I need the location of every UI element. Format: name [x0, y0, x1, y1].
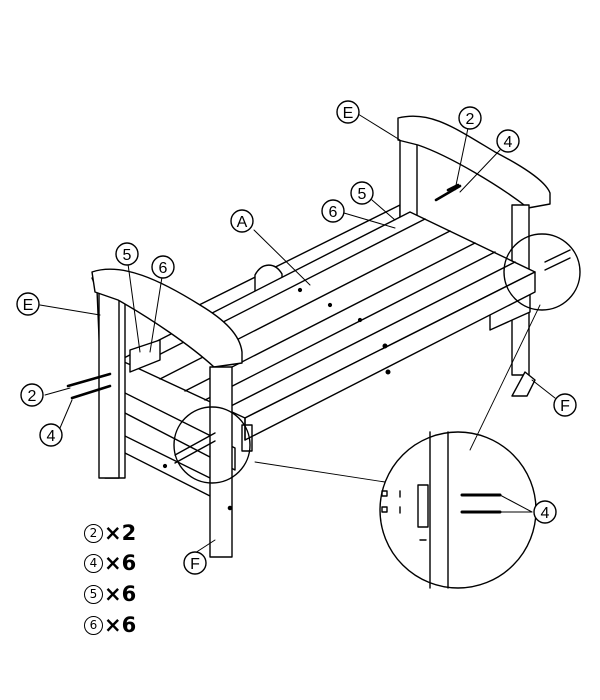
part-quantity: 2	[121, 521, 137, 545]
callout-part5-left: 5	[115, 242, 139, 266]
callout-labels: A E E F F 2 4 5	[16, 100, 577, 575]
svg-text:E: E	[23, 297, 34, 314]
svg-text:5: 5	[358, 186, 367, 203]
detail-circle-right	[503, 233, 581, 311]
callout-part2-left: 2	[20, 383, 44, 407]
callout-E-right: E	[336, 100, 360, 124]
part-number-badge: 5	[84, 585, 103, 604]
svg-text:F: F	[190, 556, 200, 573]
svg-text:2: 2	[466, 111, 475, 128]
parts-list-row: 5×6	[84, 584, 136, 605]
times-sign: ×	[104, 521, 122, 545]
svg-text:4: 4	[504, 134, 513, 151]
callout-part6-left: 6	[151, 255, 175, 279]
magnified-detail	[379, 431, 537, 589]
left-side-frame	[91, 268, 243, 558]
part-quantity: 6	[121, 582, 137, 606]
parts-list-row: 2×2	[84, 523, 136, 544]
bolts-top	[434, 183, 462, 202]
part-number-badge: 6	[84, 616, 103, 635]
callout-part4-top: 4	[496, 129, 520, 153]
parts-list-row: 6×6	[84, 615, 136, 636]
svg-text:A: A	[237, 214, 248, 231]
part-number-badge: 2	[84, 524, 103, 543]
right-side-frame	[397, 115, 551, 397]
times-sign: ×	[104, 582, 122, 606]
callout-part4-left: 4	[39, 423, 63, 447]
part-number-badge: 4	[84, 554, 103, 573]
svg-text:2: 2	[28, 388, 37, 405]
parts-list-row: 4×6	[84, 553, 136, 574]
detail-circle-left	[173, 406, 253, 484]
svg-text:5: 5	[123, 247, 132, 264]
callout-F-right: F	[553, 393, 577, 417]
callout-A: A	[230, 209, 254, 233]
svg-text:6: 6	[159, 260, 168, 277]
times-sign: ×	[104, 613, 122, 637]
callout-part4-detail: 4	[533, 500, 557, 524]
svg-text:E: E	[343, 105, 354, 122]
svg-text:6: 6	[329, 204, 338, 221]
part-quantity: 6	[121, 613, 137, 637]
callout-part2-top: 2	[458, 106, 482, 130]
part-quantity: 6	[121, 551, 137, 575]
times-sign: ×	[104, 551, 122, 575]
svg-text:4: 4	[47, 428, 56, 445]
callout-part5-top: 5	[350, 181, 374, 205]
svg-text:4: 4	[541, 505, 550, 522]
callout-part6-top: 6	[321, 199, 345, 223]
callout-F-left: F	[183, 551, 207, 575]
callout-E-left: E	[16, 292, 40, 316]
bolts-left	[66, 372, 112, 400]
svg-text:F: F	[560, 398, 570, 415]
